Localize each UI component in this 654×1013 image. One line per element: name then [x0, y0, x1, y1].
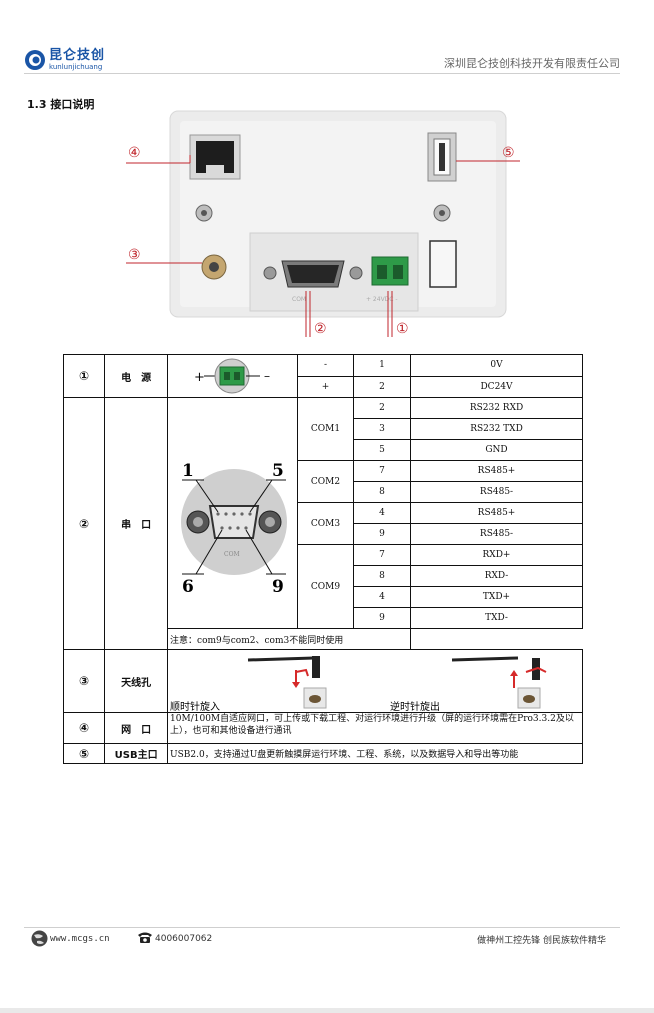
callout-3: ③: [128, 247, 141, 263]
header-divider: [24, 73, 620, 74]
usb-port: [427, 132, 457, 182]
usb-label: USB主口: [104, 743, 169, 764]
pin-cell: 5: [353, 439, 412, 461]
rj45-port: [189, 134, 241, 180]
pin-cell: 9: [353, 523, 412, 545]
desc-cell: RXD-: [410, 565, 583, 587]
usb-index: ⑤: [62, 743, 106, 764]
caption-clockwise: 顺时针旋入: [170, 700, 220, 712]
pin-cell: 3: [353, 418, 412, 440]
com-port-label: COM: [292, 296, 306, 303]
pin-cell: 4: [353, 586, 412, 608]
power-pin-cell: 1: [353, 354, 412, 377]
desc-cell: TXD-: [410, 607, 583, 629]
caption-counterclockwise: 逆时针旋出: [390, 700, 440, 712]
pin-cell: 4: [353, 502, 412, 524]
power-port-label: + 24VDC -: [366, 296, 398, 303]
power-index: ①: [62, 354, 106, 398]
com-group: COM9: [297, 544, 355, 629]
desc-cell: RS485-: [410, 523, 583, 545]
pin-cell: 2: [353, 397, 412, 419]
interface-table: ① 电 源 + – - 1 0V + 2 DC24V ② 串 口: [62, 354, 583, 764]
power-sign-cell: +: [297, 375, 355, 398]
pin-cell: 8: [353, 481, 412, 503]
company-logo: 昆仑技创 kunlunjichuang: [24, 49, 144, 73]
footer-divider: [24, 927, 620, 928]
power-label: 电 源: [104, 354, 169, 398]
logo-subtext: kunlunjichuang: [49, 63, 103, 71]
callout-1: ①: [396, 321, 409, 337]
pin-cell: 7: [353, 544, 412, 566]
power-terminal: [371, 256, 409, 286]
network-label: 网 口: [104, 712, 169, 744]
footer-website: www.mcgs.cn: [50, 934, 110, 944]
desc-cell: RS232 RXD: [410, 397, 583, 419]
desc-cell: RS485+: [410, 460, 583, 482]
pin-number-6: 6: [182, 577, 194, 597]
antenna-label: 天线孔: [104, 649, 169, 713]
section-title: 1.3 接口说明: [27, 98, 95, 111]
db9-pinout-picture: COM 1 5 6 9: [167, 397, 299, 629]
power-terminal-picture: + –: [167, 354, 299, 398]
page-bottom-band: [0, 1008, 654, 1013]
connector-text: COM: [224, 551, 240, 558]
com-group: COM1: [297, 397, 355, 461]
callout-5: ⑤: [502, 145, 515, 161]
device-back-panel-image: COM + 24VDC - ④ ③ ⑤ ② ①: [126, 110, 520, 337]
logo-text: 昆仑技创: [49, 48, 106, 63]
company-name: 深圳昆仑技创科技开发有限责任公司: [444, 57, 620, 70]
pin-cell: 9: [353, 607, 412, 629]
power-desc-cell: DC24V: [410, 375, 583, 398]
power-sign-cell: -: [297, 354, 355, 377]
antenna-install-picture: 顺时针旋入 逆时针旋出: [167, 649, 583, 713]
desc-cell: TXD+: [410, 586, 583, 608]
db9-port: [263, 260, 363, 288]
desc-cell: RS485-: [410, 481, 583, 503]
pin-cell: 7: [353, 460, 412, 482]
serial-index: ②: [62, 397, 106, 650]
phone-icon: [138, 932, 152, 943]
callout-2: ②: [314, 321, 327, 337]
antenna-index: ③: [62, 649, 106, 713]
pin-number-1: 1: [182, 461, 194, 481]
callout-4: ④: [128, 145, 141, 161]
desc-cell: RXD+: [410, 544, 583, 566]
pin-number-5: 5: [272, 461, 284, 481]
power-pin-cell: 2: [353, 375, 412, 398]
com-group: COM2: [297, 460, 355, 503]
desc-cell: RS485+: [410, 502, 583, 524]
logo-mark-icon: [25, 50, 45, 70]
globe-icon: [31, 930, 48, 947]
desc-cell: RS232 TXD: [410, 418, 583, 440]
pin-number-9: 9: [272, 577, 284, 597]
network-desc: 10M/100M自适应网口，可上传或下载工程、对运行环境进行升级（屏的运行环境需…: [167, 712, 583, 744]
desc-cell: GND: [410, 439, 583, 461]
antenna-port: [201, 254, 227, 280]
power-desc-cell: 0V: [410, 354, 583, 377]
pin-cell: 8: [353, 565, 412, 587]
com-group: COM3: [297, 502, 355, 545]
serial-note: 注意：com9与com2、com3不能同时使用: [167, 628, 412, 650]
footer-phone: 4006007062: [155, 934, 213, 944]
usb-desc: USB2.0，支持通过U盘更新触摸屏运行环境、工程、系统，以及数据导入和导出等功…: [167, 743, 583, 764]
minus-sign: –: [264, 369, 270, 383]
serial-label: 串 口: [104, 397, 169, 650]
footer-slogan: 做神州工控先锋 创民族软件精华: [477, 936, 606, 946]
network-index: ④: [62, 712, 106, 744]
plus-sign: +: [194, 370, 205, 385]
